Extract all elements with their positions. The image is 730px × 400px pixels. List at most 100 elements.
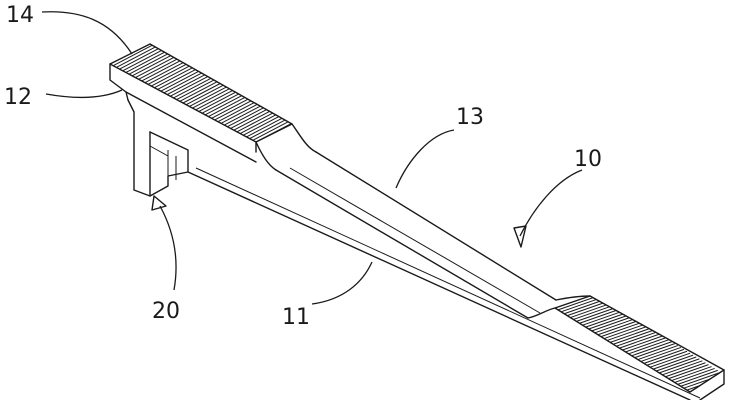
grip-ridge [198, 89, 242, 112]
grip-ridge [255, 119, 292, 142]
grip-ridge [211, 95, 254, 119]
grip-ridge [246, 114, 289, 138]
grip-ridge [204, 92, 248, 116]
grip-ridge [674, 367, 715, 383]
ref-numeral-10: 10 [574, 147, 602, 172]
grip-ridge [640, 346, 682, 362]
grip-ridge [616, 331, 657, 347]
grip-ridge [192, 85, 235, 109]
grip-ridge [151, 63, 194, 87]
grip-ridge [135, 55, 178, 79]
grip-ridge [201, 90, 245, 114]
grip-ridge [128, 51, 172, 75]
grip-ridge [677, 369, 718, 385]
grip-ridge [680, 371, 721, 387]
grip-ridge [576, 306, 617, 322]
grip-ridge [649, 352, 691, 368]
grip-ridge [157, 66, 200, 90]
grip-ridge [217, 99, 261, 123]
right-grip-ridges [555, 296, 724, 392]
grip-ridge [176, 77, 219, 101]
grip-ridge [122, 48, 165, 72]
grip-ridge [160, 68, 204, 92]
grip-ridge [637, 345, 679, 361]
grip-ridge [613, 329, 654, 345]
grip-ridge [230, 105, 273, 129]
grip-ridge [112, 44, 156, 67]
grip-ridge [567, 301, 608, 317]
grip-ridge [668, 364, 709, 380]
grip-ridge [625, 337, 666, 353]
grip-ridge [214, 97, 257, 121]
grip-ridge [665, 362, 706, 378]
ref-numeral-14: 14 [6, 3, 34, 28]
left-grip-ridges [110, 44, 292, 142]
ref-numeral-12: 12 [4, 85, 32, 110]
grip-ridge [600, 322, 642, 338]
grip-ridge [170, 73, 213, 97]
grip-ridge [643, 348, 685, 364]
grip-ridge [195, 87, 238, 111]
grip-ridge [594, 318, 636, 334]
grip-ridge [686, 375, 724, 391]
grip-ridge [628, 339, 669, 355]
grip-ridge [220, 100, 264, 124]
grip-ridge [610, 327, 651, 343]
grip-ridge [606, 325, 648, 341]
grip-ridge [662, 360, 703, 376]
grip-ridge [144, 60, 188, 84]
grip-ridge [588, 314, 629, 330]
grip-ridge [147, 61, 191, 85]
grip-ridge [233, 107, 277, 131]
grip-ridge [591, 316, 632, 332]
grip-ridge [671, 366, 712, 382]
grip-ridge [243, 112, 286, 136]
grip-ridge [154, 65, 197, 89]
grip-ridge [182, 80, 226, 104]
grip-ridge [560, 297, 602, 313]
grip-ridge [227, 104, 270, 128]
grip-ridge [582, 310, 623, 326]
grip-ridge [163, 70, 207, 94]
grip-ridge [603, 324, 645, 340]
grip-ridge [239, 111, 283, 134]
grip-ridge [249, 116, 292, 140]
grip-ridge [656, 356, 697, 372]
grip-ridge [653, 354, 694, 370]
grip-ridge [573, 304, 614, 320]
grip-ridge [683, 373, 724, 389]
grip-ridge [189, 83, 232, 107]
grip-ridge [597, 320, 639, 336]
grip-ridge [579, 308, 620, 324]
arm-body [109, 43, 725, 400]
grip-ridge [622, 335, 663, 351]
grip-ridge [131, 53, 175, 77]
grip-ridge [585, 312, 626, 328]
grip-ridge [634, 343, 675, 359]
grip-ridge [173, 75, 216, 99]
grip-ridge [659, 358, 700, 374]
grip-ridge [236, 109, 280, 133]
grip-ridge [224, 102, 267, 126]
grip-ridge [125, 50, 169, 73]
grip-ridge [619, 333, 660, 349]
grip-ridge [208, 94, 251, 118]
hook-leg [127, 99, 189, 197]
grip-ridge [116, 44, 159, 68]
grip-ridge [646, 350, 688, 366]
grip-ridge [564, 299, 605, 315]
grip-ridge [557, 296, 599, 311]
grip-ridge [166, 72, 210, 95]
grip-ridge [185, 82, 229, 106]
grip-ridge [631, 341, 672, 357]
grip-ridge [252, 117, 292, 141]
grip-ridge [141, 58, 184, 82]
leader-lines [41, 11, 583, 305]
ref-numeral-11: 11 [282, 305, 310, 330]
grip-ridge [138, 56, 181, 80]
ref-numeral-13: 13 [456, 105, 484, 130]
grip-ridge [119, 46, 162, 70]
grip-ridge [570, 303, 611, 319]
ref-numeral-20: 20 [152, 299, 180, 324]
